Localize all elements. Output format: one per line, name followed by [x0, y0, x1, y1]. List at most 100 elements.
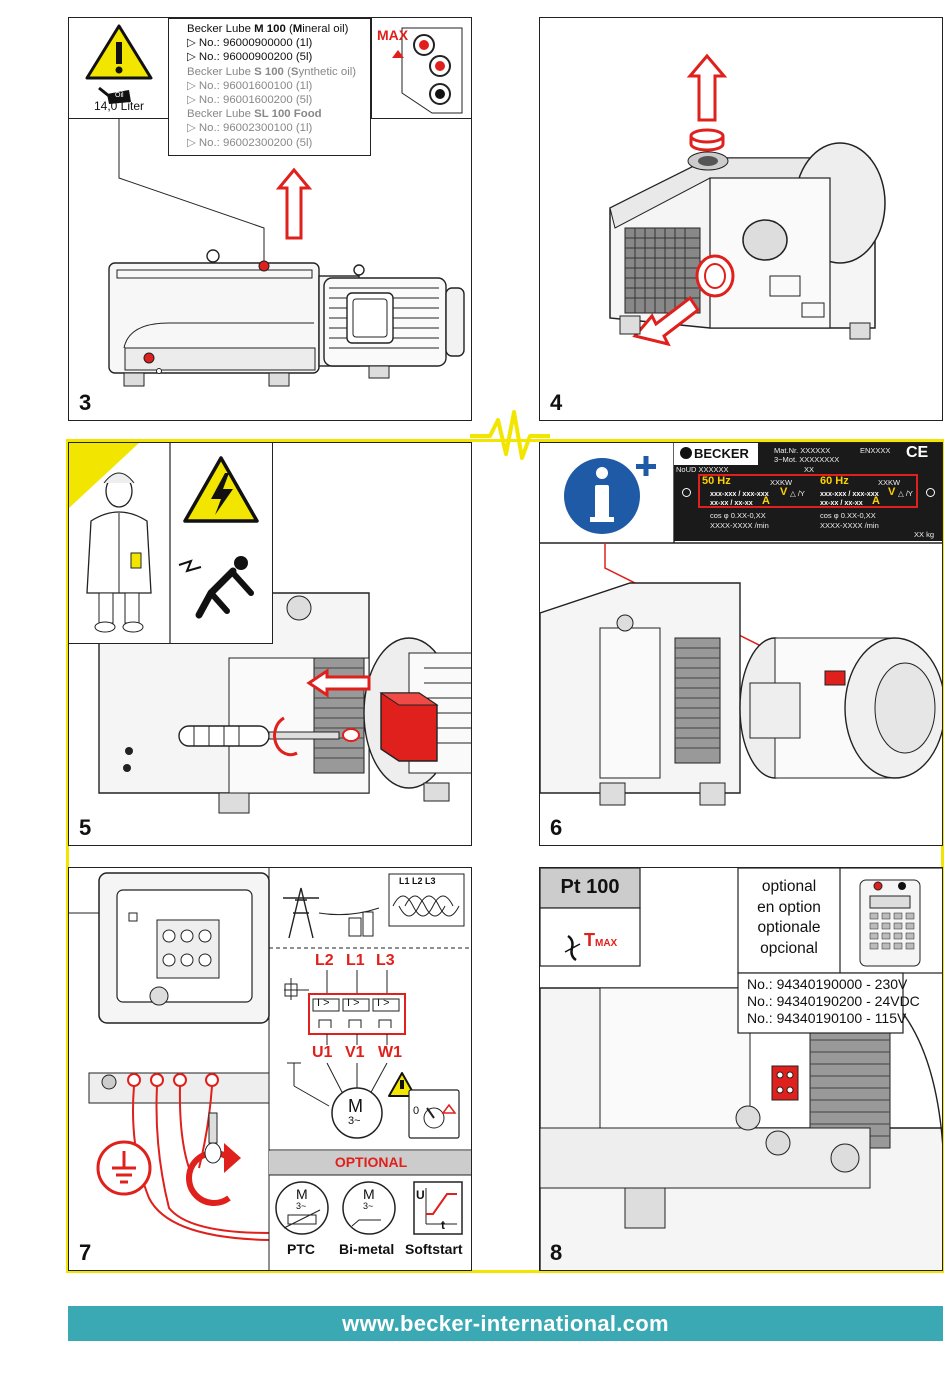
pt100-illustration	[540, 868, 942, 1270]
pump-side-illustration	[108, 119, 465, 387]
lube-1-no-1l: ▷ No.: 96000900000 (1l)	[187, 37, 313, 50]
pump-rating-plate-illustration	[540, 443, 942, 806]
safety-frame	[66, 439, 944, 1273]
order-no-115v: No.: 94340190100 - 115V	[747, 1010, 907, 1026]
lube-oil-list: Becker Lube M 100 (Mineral oil) ▷ No.: 9…	[168, 18, 371, 156]
plate-a-60: A	[872, 495, 880, 507]
panel-5: 5	[68, 442, 472, 846]
panel-8: Pt 100 TMAX optional en option optionale…	[539, 867, 943, 1271]
plate-brand: BECKER	[674, 443, 758, 465]
personnel-warning-box	[69, 443, 273, 644]
lube-2-no-1l: ▷ No.: 96001600100 (1l)	[187, 79, 313, 92]
plate-amps-50: xx-xx / xx-xx	[710, 498, 753, 507]
plate-brand-text: BECKER	[694, 446, 749, 461]
order-numbers: No.: 94340190000 - 230V No.: 94340190200…	[747, 976, 920, 1027]
lube-1-no-5l: ▷ No.: 96000900200 (5l)	[187, 51, 313, 64]
plate-ce: CE	[906, 444, 929, 461]
pump-electrical-illustration	[98, 592, 471, 814]
becker-logo-icon	[680, 447, 692, 459]
plate-a-50: A	[762, 495, 770, 507]
plate-mat-nr: Mat.Nr. XXXXXX	[774, 446, 831, 455]
phase-l1: L1	[346, 952, 365, 969]
optional-en: optional	[761, 878, 817, 895]
order-no-24vdc: No.: 94340190200 - 24VDC	[747, 993, 920, 1009]
optional-label: OPTIONAL	[334, 1154, 408, 1170]
plate-50hz: 50 Hz	[702, 475, 731, 487]
rating-plate: BECKER Mat.Nr. XXXXXX 3~Mot. XXXXXXXX EN…	[674, 443, 942, 541]
lube-3-no-1l: ▷ No.: 96002300100 (1l)	[187, 122, 313, 135]
plate-volts-50: xxx-xxx / xxx-xxx	[710, 489, 769, 498]
optional-es: opcional	[760, 939, 818, 957]
wiring-illustration	[69, 868, 471, 1270]
terminal-w1: W1	[378, 1044, 402, 1061]
opt-softstart: Softstart	[405, 1241, 463, 1257]
lube-2-prefix: Becker Lube	[187, 65, 255, 78]
panel-number-4: 4	[550, 390, 563, 415]
lube-2-no-5l: ▷ No.: 96001600200 (5l)	[187, 94, 313, 107]
plate-rpm-60: XXXX-XXXX /min	[820, 521, 879, 530]
qualified-electrician-icon	[69, 443, 171, 644]
panel-3: Oil 14,0 Liter Becker Lube M 100 (Minera…	[68, 17, 472, 421]
panel-number-6: 6	[550, 815, 563, 840]
sensor-title: Pt 100	[560, 876, 620, 898]
relay-1: I >	[317, 997, 330, 1009]
relay-3: I >	[377, 997, 390, 1009]
bimetal-motor-sub: 3~	[363, 1201, 374, 1211]
plate-dy-50: △ /Y	[790, 489, 805, 498]
motor-symbol-sub: 3~	[348, 1115, 361, 1127]
plate-hole-right	[926, 488, 935, 497]
footer-url[interactable]: www.becker-international.com	[68, 1306, 943, 1341]
warning-box: Oil 14,0 Liter	[69, 18, 169, 119]
lube-3-no-5l: ▷ No.: 96002300200 (5l)	[187, 136, 313, 149]
optional-it: optionale	[757, 919, 821, 936]
lube-1-type: ineral oil)	[302, 23, 349, 35]
oil-volume: 14,0 Liter	[93, 99, 145, 113]
optional-fr: en option	[757, 898, 821, 916]
plate-cos-60: cos φ 0.XX-0,XX	[820, 511, 876, 520]
lube-1-prefix: Becker Lube	[187, 23, 255, 35]
plate-cos-50: cos φ 0.XX-0,XX	[710, 511, 766, 520]
warning-icon	[85, 24, 153, 104]
lube-1-initial: M	[292, 23, 303, 35]
ptc-motor-m: M	[296, 1186, 308, 1202]
lube-3-name: SL 100 Food	[254, 108, 322, 121]
lube-1-name: M 100	[254, 23, 286, 35]
electric-shock-warning-icon	[178, 456, 259, 619]
lube-2-initial: S	[290, 65, 299, 78]
terminal-u1: U1	[312, 1044, 333, 1061]
lube-2-open: (	[283, 65, 291, 78]
ptc-motor-sub: 3~	[296, 1201, 307, 1211]
opt-ptc: PTC	[287, 1241, 315, 1257]
panel-4: 4	[539, 17, 943, 421]
plate-kg: XX kg	[914, 530, 935, 539]
relay-2: I >	[347, 997, 360, 1009]
zigzag-separator	[470, 410, 550, 460]
lube-1-open: (	[285, 23, 293, 35]
plate-v-50: V	[780, 486, 788, 498]
order-no-230v: No.: 94340190000 - 230V	[747, 976, 908, 992]
panel-number-8: 8	[550, 1240, 563, 1265]
plate-highlight	[698, 474, 918, 508]
plate-v-60: V	[888, 486, 896, 498]
tmax-label: TMAX	[584, 930, 617, 951]
panel-7: L1 L2 L3 L2 L1 L3 I > I > I > U1 V1 W1 M…	[68, 867, 472, 1271]
panel-number-5: 5	[79, 815, 92, 840]
softstart-u: U	[416, 1188, 425, 1202]
bimetal-motor-m: M	[363, 1186, 375, 1202]
plate-volts-60: xxx-xxx / xxx-xxx	[820, 489, 879, 498]
plate-en: ENXXXX	[860, 446, 891, 455]
plate-xx: XX	[804, 465, 815, 474]
tmax-sub: MAX	[595, 938, 618, 949]
plate-kw-60: XXKW	[878, 478, 901, 487]
panel-number-7: 7	[79, 1240, 92, 1265]
plate-kw-50: XXKW	[770, 478, 793, 487]
tmax-t: T	[584, 930, 595, 950]
opt-bimetal: Bi-metal	[339, 1241, 395, 1257]
lube-2-type: ynthetic oil)	[298, 65, 357, 78]
motor-symbol-label: M	[348, 1096, 363, 1116]
oil-level-box: MAX	[371, 18, 471, 119]
softstart-t: t	[441, 1218, 445, 1232]
pump-iso-illustration	[609, 53, 886, 347]
plate-mot: 3~Mot. XXXXXXXX	[774, 455, 840, 464]
lube-3-prefix: Becker Lube	[187, 108, 255, 121]
